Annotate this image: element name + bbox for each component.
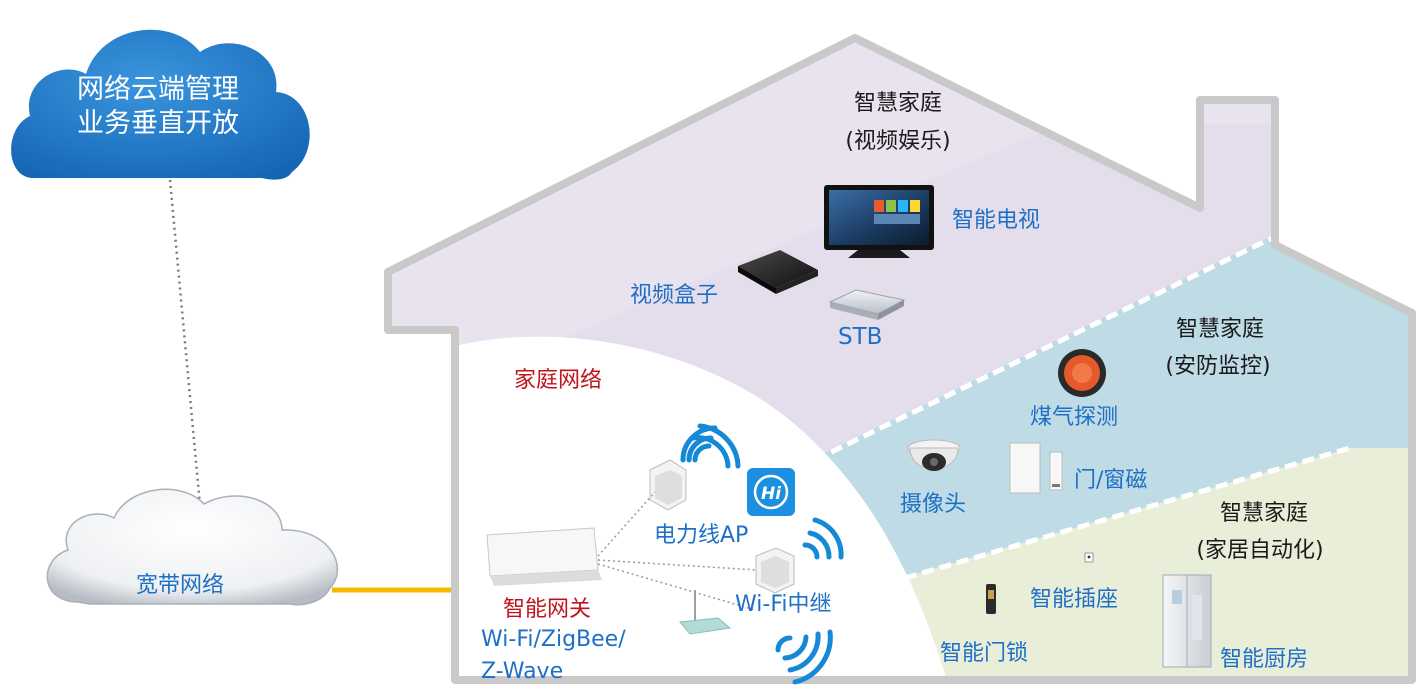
smart-socket-icon (1084, 552, 1094, 563)
house-outline (384, 34, 1416, 684)
camera-label: 摄像头 (900, 492, 967, 517)
camera-icon (907, 439, 961, 471)
gateway-protocols-line2: Z-Wave (481, 659, 564, 684)
smart-lock-icon (986, 584, 996, 614)
door-sensor-label: 门/窗磁 (1074, 468, 1148, 493)
cloud-connector (168, 179, 202, 506)
gas-detector-icon (1058, 349, 1106, 397)
stb-icon (828, 289, 906, 320)
smart-tv-icon (824, 185, 934, 258)
wifi-signal-icon (802, 517, 844, 560)
automation-title: 智慧家庭 (1219, 501, 1308, 526)
broadband-cloud (46, 488, 339, 606)
smart-kitchen-icon (1162, 574, 1212, 668)
gateway-links (597, 491, 758, 611)
gas-detector-label: 煤气探测 (1030, 405, 1119, 430)
smart-socket-label: 智能插座 (1030, 587, 1119, 612)
smart-lock-label: 智能门锁 (940, 641, 1029, 666)
wifi-repeater-icon (755, 547, 795, 594)
wifi-signal-icon (775, 629, 833, 685)
cloud-label-line1: 网络云端管理 (77, 74, 239, 105)
entertainment-subtitle: (视频娱乐) (845, 129, 951, 154)
wifi-repeater-label: Wi-Fi中继 (735, 592, 832, 617)
wireless-router-icon (679, 590, 732, 635)
wifi-signal-icon (680, 423, 741, 469)
smart-tv-label: 智能电视 (952, 208, 1041, 233)
cloud-label-line2: 业务垂直开放 (77, 108, 239, 139)
video-box-icon (738, 250, 818, 294)
powerline-ap-icon (649, 459, 687, 511)
zone-border-automation (904, 445, 1351, 581)
home-network-label: 家庭网络 (514, 368, 603, 393)
gateway-label: 智能网关 (503, 597, 592, 622)
entertainment-title: 智慧家庭 (853, 91, 942, 116)
door-sensor-icon (1009, 442, 1063, 494)
video-box-label: 视频盒子 (630, 283, 719, 308)
broadband-label: 宽带网络 (136, 573, 225, 598)
zone-border-security (813, 219, 1307, 463)
gateway-icon (486, 527, 602, 586)
powerline-ap-label: 电力线AP (654, 523, 749, 548)
security-subtitle: (安防监控) (1165, 354, 1271, 379)
security-title: 智慧家庭 (1175, 317, 1264, 342)
management-cloud (11, 29, 310, 180)
hi-app-icon (747, 468, 795, 516)
smart-kitchen-label: 智能厨房 (1220, 647, 1309, 672)
automation-subtitle: (家居自动化) (1196, 538, 1324, 563)
stb-label: STB (838, 324, 883, 350)
hi-app-badge-text: Hi (761, 484, 782, 504)
gateway-protocols-line1: Wi-Fi/ZigBee/ (481, 627, 626, 652)
